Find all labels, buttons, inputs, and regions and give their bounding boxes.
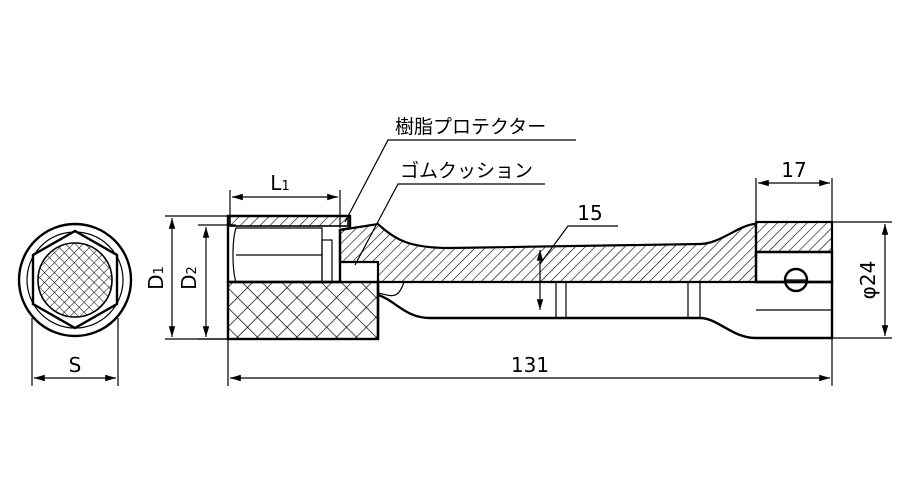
socket-bore — [232, 227, 323, 283]
resin-protector-label: 樹脂プロテクター — [395, 116, 546, 138]
square-drive-hatch — [754, 220, 834, 254]
d1-label: D1 — [144, 266, 168, 290]
s-label: S — [69, 353, 82, 377]
neck-leader — [539, 225, 618, 265]
end-view: S — [17, 222, 133, 386]
d2-label: D2 — [177, 266, 201, 290]
end-view-outer-circle — [17, 222, 133, 338]
socket-knurled-section — [226, 280, 380, 341]
shank-lower-outline — [377, 280, 834, 340]
rubber-cushion-label: ゴムクッション — [400, 160, 533, 182]
resin-protector-leader — [344, 139, 576, 223]
square-drive-upper — [754, 250, 834, 284]
callouts: 樹脂プロテクター ゴムクッション — [344, 116, 576, 266]
dia-label: φ24 — [856, 261, 880, 300]
side-view — [226, 214, 834, 341]
shank-mark-1 — [555, 281, 567, 319]
resin-protector-hatch — [229, 215, 349, 227]
rubber-cushion-leader — [354, 183, 545, 266]
end-view-hexagon — [31, 229, 119, 330]
shank-mark-2 — [687, 281, 701, 319]
neck-label: 15 — [577, 201, 602, 225]
dimensions: D1 D2 L1 131 17 φ24 15 — [144, 158, 892, 386]
drive-label: 17 — [781, 158, 806, 182]
overall-length-label: 131 — [511, 353, 549, 377]
end-view-knurl — [37, 242, 113, 318]
l1-label: L1 — [270, 171, 289, 195]
rubber-cushion-slot — [321, 239, 333, 283]
